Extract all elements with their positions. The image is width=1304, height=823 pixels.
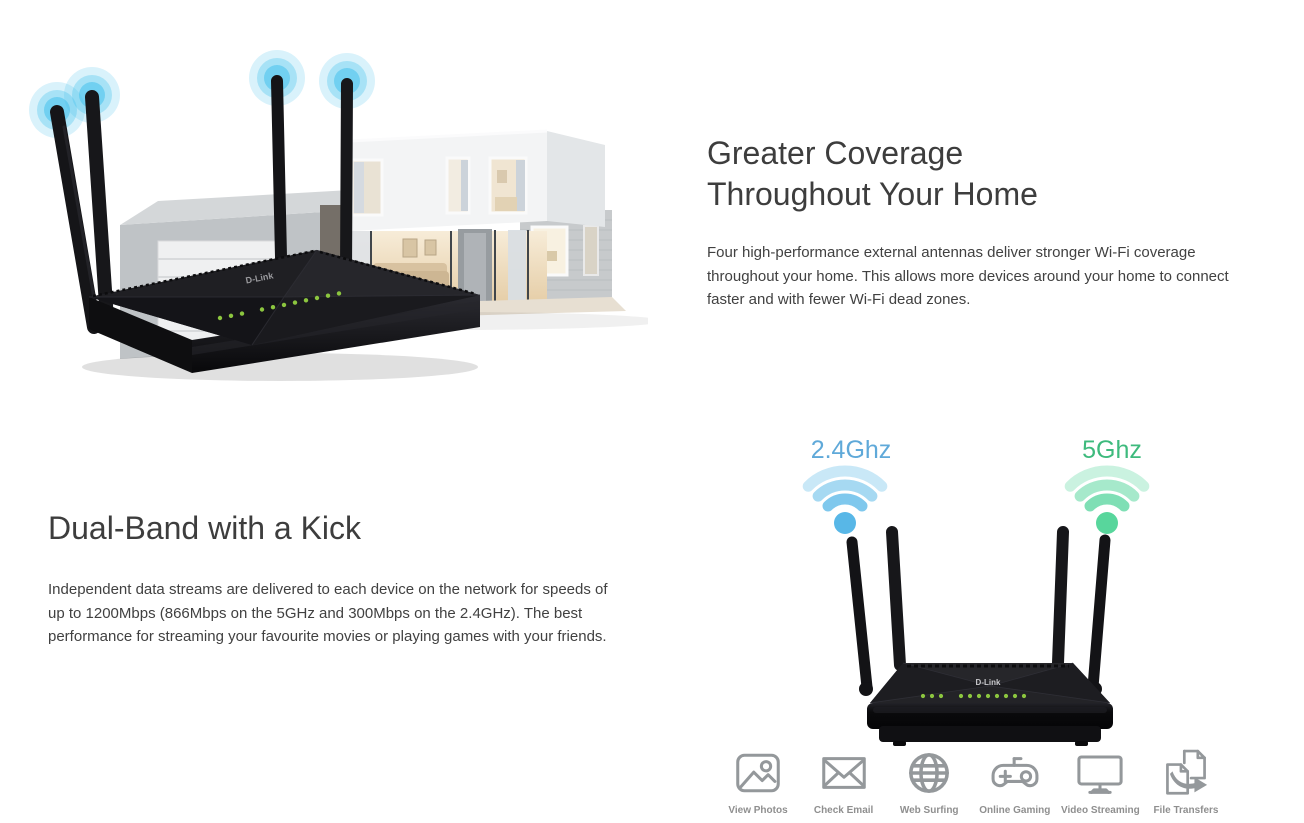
use-case-check-email: Check Email — [802, 742, 886, 816]
router-antennas — [846, 526, 1111, 693]
coverage-heading-line1: Greater Coverage — [707, 135, 964, 171]
use-case-label: Video Streaming — [1061, 805, 1140, 816]
router-antennas — [50, 75, 353, 334]
use-case-view-photos: View Photos — [716, 742, 800, 816]
router-brand-logo: D-Link — [976, 678, 1001, 687]
dualband-copy: Dual-Band with a Kick Independent data s… — [48, 508, 610, 649]
antenna-glow-icons — [29, 50, 375, 138]
router-front-view: D-Link — [846, 526, 1113, 746]
coverage-heading-line2: Throughout Your Home — [707, 176, 1038, 212]
use-case-web-surfing: Web Surfing — [887, 742, 971, 816]
band-24ghz-label: 2.4Ghz — [811, 436, 892, 464]
gamepad-icon — [991, 757, 1039, 788]
band-5ghz-label: 5Ghz — [1082, 436, 1142, 464]
photo-icon — [736, 753, 780, 793]
use-case-label: File Transfers — [1153, 805, 1219, 816]
router-top-view: D-Link — [29, 50, 481, 381]
wifi-5ghz-icon — [1064, 465, 1150, 534]
coverage-body: Four high-performance external antennas … — [707, 244, 1229, 308]
use-case-label: View Photos — [728, 805, 788, 816]
coverage-heading: Greater Coverage Throughout Your Home — [707, 133, 1259, 215]
dual-band-router-illustration: 2.4Ghz 5Ghz — [802, 436, 1150, 746]
use-case-label: Check Email — [813, 805, 874, 816]
coverage-copy: Greater Coverage Throughout Your Home Fo… — [707, 133, 1259, 312]
wifi-24ghz-icon — [802, 465, 888, 534]
dualband-body: Independent data streams are delivered t… — [48, 581, 608, 645]
use-case-online-gaming: Online Gaming — [973, 742, 1057, 816]
monitor-icon — [1077, 755, 1123, 794]
file-transfer-icon — [1166, 749, 1208, 795]
use-case-label: Web Surfing — [899, 805, 959, 816]
use-case-row: View Photos Check Email Web Surfing — [716, 742, 1228, 816]
email-icon — [821, 757, 866, 789]
use-case-file-transfers: File Transfers — [1144, 742, 1228, 816]
dualband-heading: Dual-Band with a Kick — [48, 510, 362, 546]
router-leds — [217, 291, 342, 321]
coverage-hero-illustration: D-Link — [29, 50, 648, 381]
use-case-video-streaming: Video Streaming — [1058, 742, 1142, 816]
use-case-label: Online Gaming — [979, 805, 1051, 816]
router-leds — [920, 693, 1027, 699]
globe-icon — [909, 753, 950, 793]
